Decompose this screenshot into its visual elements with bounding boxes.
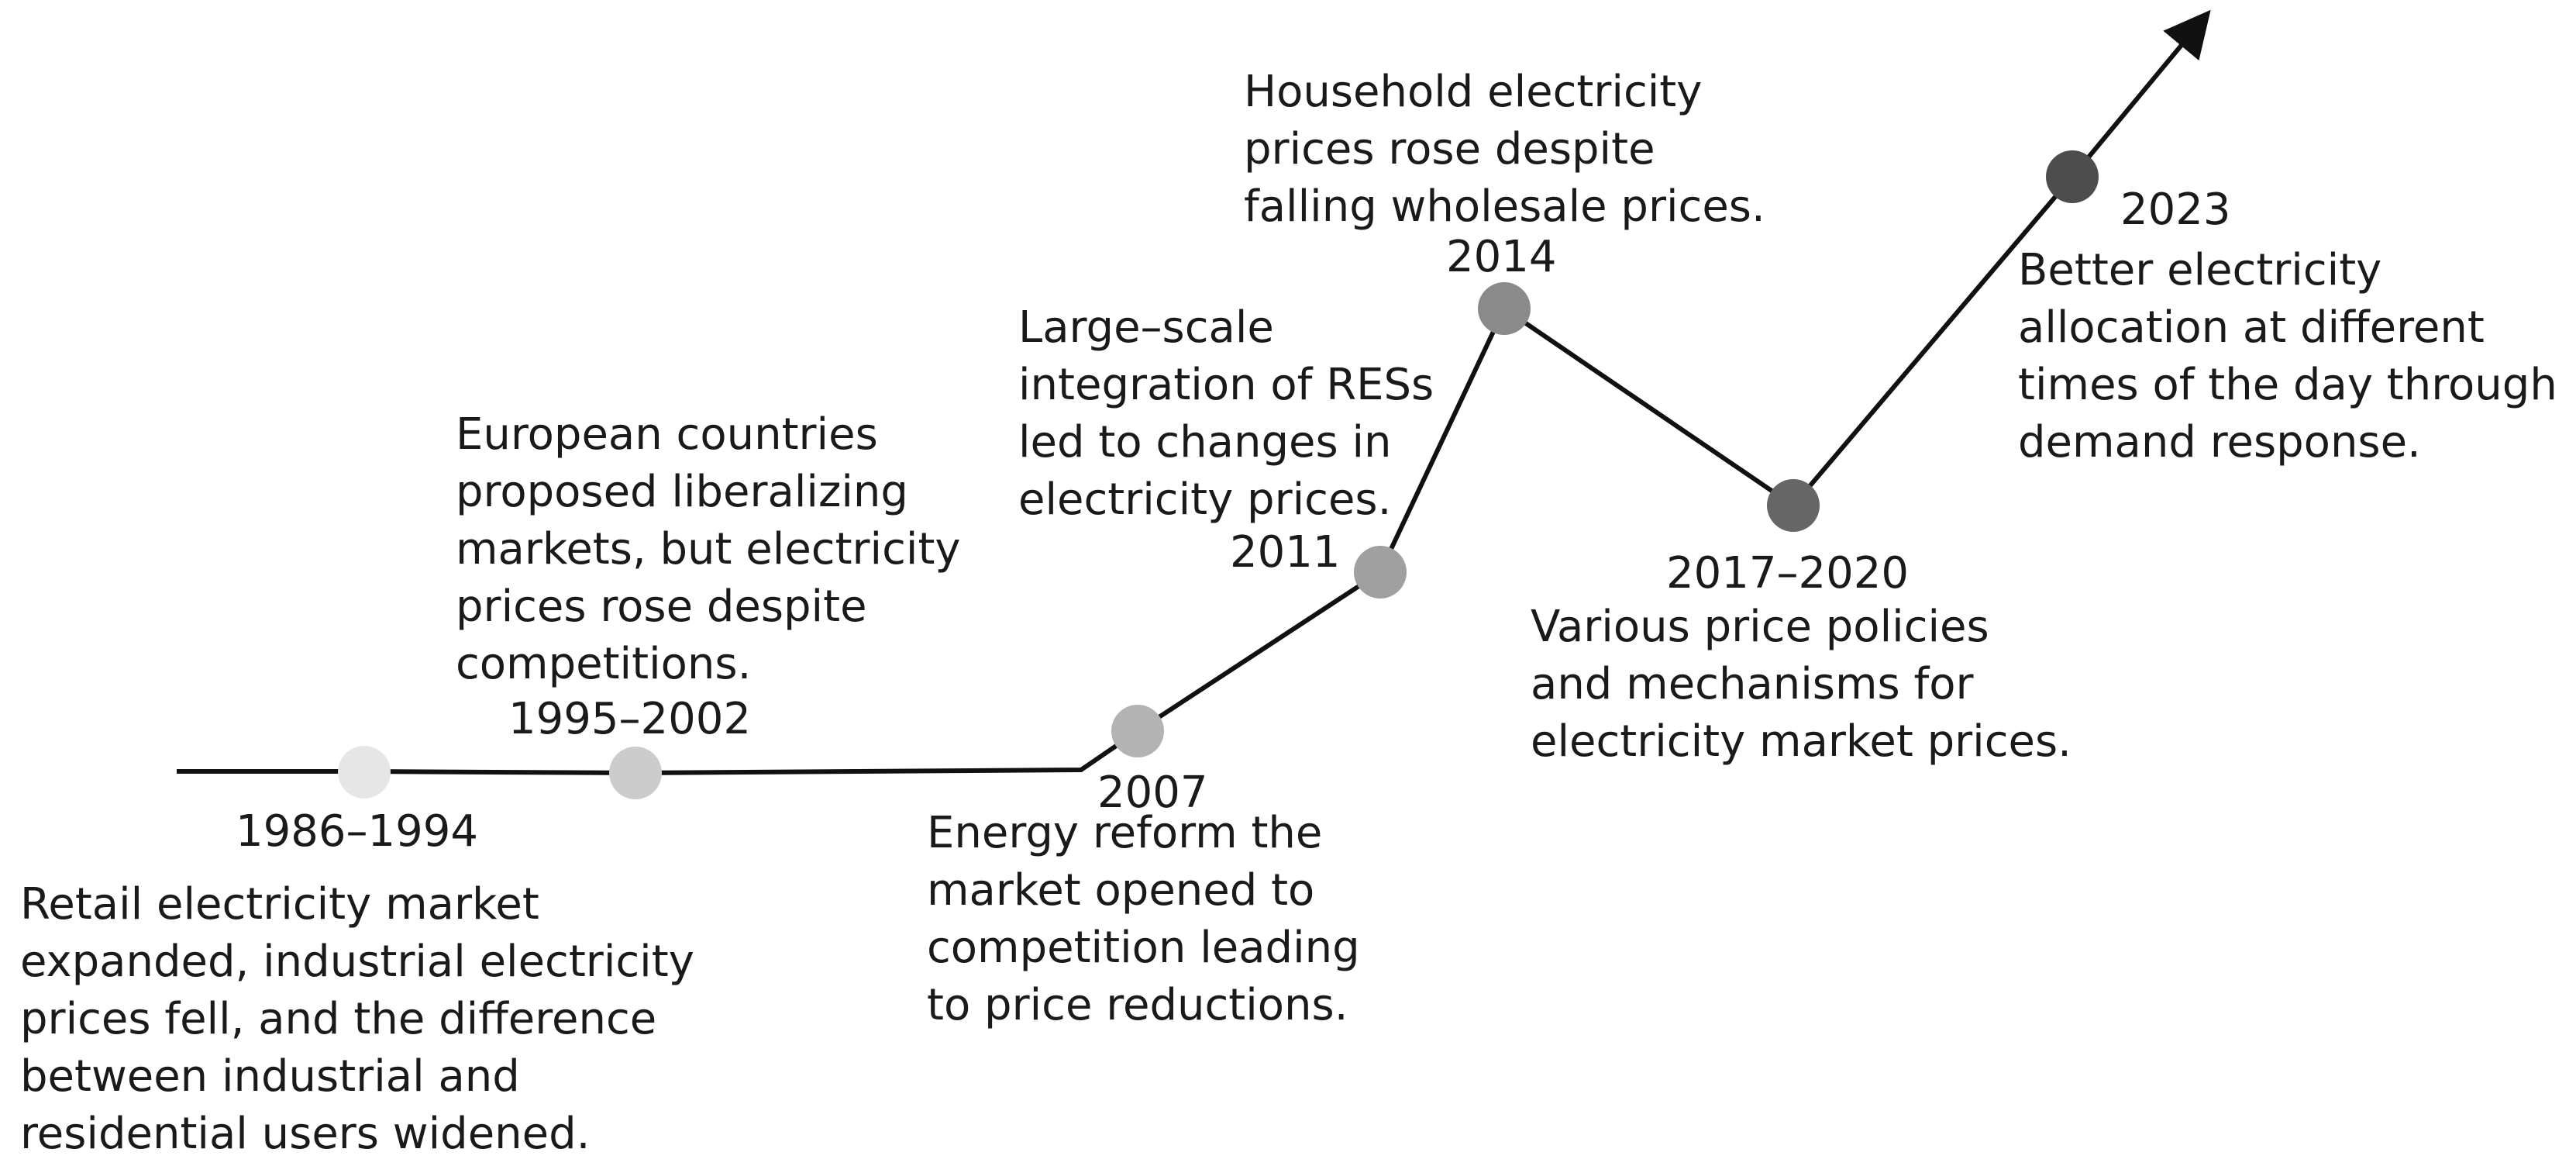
event-marker-2011 — [1354, 546, 1407, 599]
event-year-2007: 2007 — [1097, 768, 1208, 818]
event-year-2023: 2023 — [2120, 185, 2231, 235]
event-description-2017-2020: Various price policies and mechanisms fo… — [1531, 602, 2071, 767]
event-description-2023: Better electricity allocation at differe… — [2018, 245, 2557, 467]
event-description-2011: Large–scale integration of RESs led to c… — [1018, 302, 1434, 525]
event-marker-1995-2002 — [609, 747, 662, 799]
event-marker-2017-2020 — [1767, 479, 1820, 532]
event-description-1995-2002: European countries proposed liberalizing… — [456, 409, 961, 689]
event-marker-1986-1994 — [338, 746, 391, 799]
event-marker-2007 — [1111, 705, 1164, 757]
event-year-1995-2002: 1995–2002 — [508, 694, 752, 744]
event-marker-2014 — [1478, 282, 1531, 335]
event-year-2014: 2014 — [1446, 232, 1557, 282]
event-year-2017-2020: 2017–2020 — [1666, 548, 1910, 599]
event-description-2007: Energy reform the market opened to compe… — [927, 808, 1360, 1030]
event-year-1986-1994: 1986–1994 — [236, 806, 479, 857]
event-description-1986-1994: Retail electricity market expanded, indu… — [20, 879, 694, 1159]
event-description-2014: Household electricity prices rose despit… — [1244, 67, 1765, 232]
event-year-2011: 2011 — [1230, 527, 1341, 578]
timeline-markers — [338, 150, 2099, 799]
timeline-line — [177, 9, 2211, 775]
event-marker-2023 — [2046, 150, 2099, 203]
